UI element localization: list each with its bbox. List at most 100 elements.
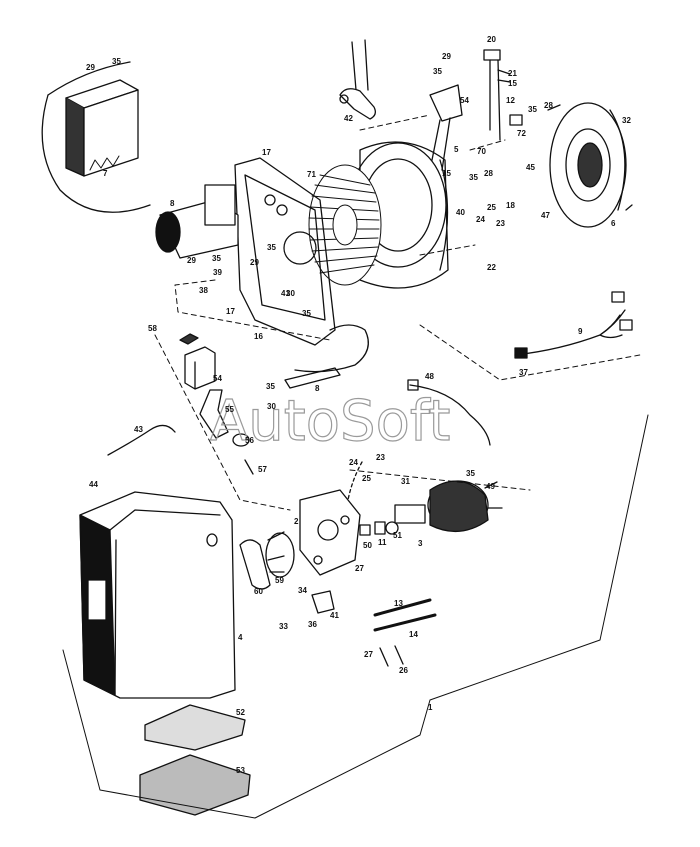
- callout-55: 57: [258, 465, 267, 474]
- callout-10: 54: [460, 96, 469, 105]
- callout-44: 58: [148, 324, 157, 333]
- pad-52: [144, 704, 246, 751]
- callout-58: 25: [362, 474, 371, 483]
- callout-16: 17: [262, 148, 271, 157]
- callout-41: 35: [302, 309, 311, 318]
- callout-48: 35: [266, 382, 275, 391]
- callout-23: 45: [526, 163, 535, 172]
- callout-82: 53: [236, 766, 245, 775]
- nozzle-parts: [359, 521, 399, 536]
- ignition-cable-43: [107, 424, 176, 456]
- callout-15: 32: [622, 116, 631, 125]
- callout-66: 51: [393, 531, 402, 540]
- electrode-bracket: [483, 49, 523, 141]
- callout-37: 38: [199, 286, 208, 295]
- motor: [155, 184, 239, 259]
- callout-21: 35: [469, 173, 478, 182]
- callout-78: 27: [364, 650, 373, 659]
- callout-38: 22: [487, 263, 496, 272]
- callout-31: 35: [267, 243, 276, 252]
- bracket-36-41: [311, 590, 335, 614]
- callout-75: 13: [394, 599, 403, 608]
- callout-54: 56: [245, 436, 254, 445]
- callout-72: 41: [330, 611, 339, 620]
- callout-46: 37: [519, 368, 528, 377]
- callout-9: 15: [508, 79, 517, 88]
- callout-13: 28: [544, 101, 553, 110]
- callout-32: 29: [187, 256, 196, 265]
- callout-6: 20: [487, 35, 496, 44]
- guide-lines: [154, 114, 641, 511]
- callout-24: 8: [170, 199, 175, 208]
- callout-76: 4: [238, 633, 243, 642]
- callout-61: 49: [486, 482, 495, 491]
- callout-47: 48: [425, 372, 434, 381]
- pipe-13: [373, 598, 432, 617]
- pad-53: [139, 754, 251, 816]
- callout-17: 71: [307, 170, 316, 179]
- callout-57: 24: [349, 458, 358, 467]
- callout-12: 35: [528, 105, 537, 114]
- oil-hose: [294, 324, 369, 373]
- callout-59: 35: [466, 469, 475, 478]
- inset-outline: [41, 94, 151, 213]
- callout-28: 24: [476, 215, 485, 224]
- electrode-assembly: [339, 39, 376, 120]
- callout-77: 14: [409, 630, 418, 639]
- callout-63: 2: [294, 517, 299, 526]
- callout-43: 9: [578, 327, 583, 336]
- callout-70: 59: [275, 576, 284, 585]
- callout-labels: 29 35 7 42 29 20 35 21 15 54 12 35 28 72…: [86, 35, 631, 775]
- callout-3: 7: [103, 169, 108, 178]
- callout-2: 35: [112, 57, 121, 66]
- gasket-60: [239, 539, 271, 590]
- callout-5: 29: [442, 52, 451, 61]
- callout-22: 28: [484, 169, 493, 178]
- callout-62: 44: [89, 480, 98, 489]
- callout-4: 42: [344, 114, 353, 123]
- callout-7: 35: [433, 67, 442, 76]
- cable-48: [409, 384, 491, 446]
- cable-23: [347, 461, 363, 501]
- callout-42: 17: [226, 307, 235, 316]
- callout-65: 11: [378, 538, 387, 547]
- callout-18: 5: [454, 145, 459, 154]
- photocell: [179, 333, 254, 475]
- callout-80: 1: [428, 703, 433, 712]
- callout-20: 15: [442, 169, 451, 178]
- oil-pump: [299, 489, 361, 576]
- inset-outline-top: [47, 61, 131, 96]
- callout-39: 41: [281, 289, 290, 298]
- callout-68: 27: [355, 564, 364, 573]
- callout-50: 54: [213, 374, 222, 383]
- callout-8: 21: [508, 69, 517, 78]
- cover: [79, 491, 236, 699]
- callout-52: 55: [225, 405, 234, 414]
- callout-53: 43: [134, 425, 143, 434]
- solenoid-valve: [394, 480, 503, 533]
- callout-60: 31: [401, 477, 410, 486]
- base-plate: [234, 157, 336, 346]
- callout-73: 33: [279, 622, 288, 631]
- watermark: AutoSoft: [210, 389, 451, 454]
- control-box: [65, 79, 139, 177]
- wiring-harness: [514, 291, 633, 359]
- pipe-14: [373, 613, 437, 632]
- assembly-bracket: [62, 414, 649, 819]
- fittings-27-26: [379, 645, 404, 667]
- callout-33: 47: [541, 211, 550, 220]
- callout-79: 26: [399, 666, 408, 675]
- callout-35: 35: [212, 254, 221, 263]
- callout-25: 40: [456, 208, 465, 217]
- callout-49: 8: [315, 384, 320, 393]
- coupling-59: [265, 531, 295, 578]
- callout-29: 23: [496, 219, 505, 228]
- callout-11: 12: [506, 96, 515, 105]
- callout-64: 50: [363, 541, 372, 550]
- callout-27: 25: [487, 203, 496, 212]
- callout-30: 6: [611, 219, 616, 228]
- callout-71: 34: [298, 586, 307, 595]
- callout-1: 29: [86, 63, 95, 72]
